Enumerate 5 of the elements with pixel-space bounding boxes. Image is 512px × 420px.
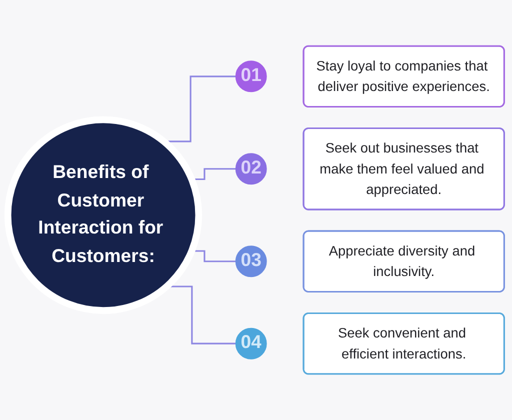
node-circle: 01 bbox=[235, 60, 267, 92]
node-circle: 03 bbox=[235, 246, 267, 278]
node-circle: Benefits of Customer Interaction for Customers: bbox=[4, 116, 202, 314]
node-circle: 02 bbox=[235, 153, 267, 185]
node-circle: 04 bbox=[235, 328, 267, 360]
